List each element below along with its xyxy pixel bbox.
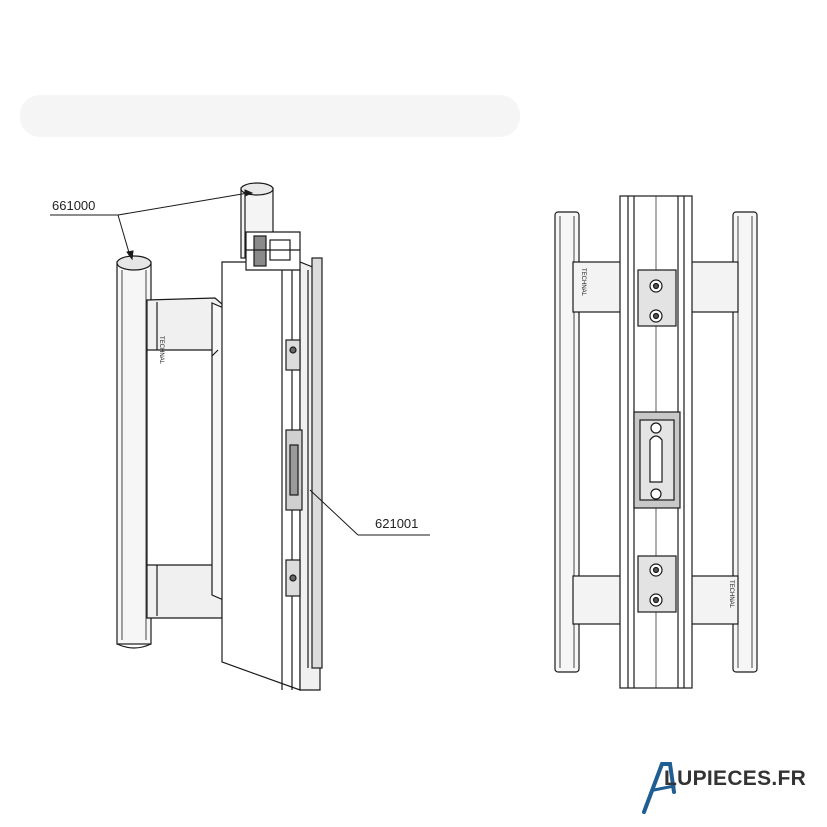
profile-fittings: [285, 339, 303, 597]
front-bracket-bottom-left: [572, 575, 624, 625]
front-view: TECHNAL TECHNAL: [554, 195, 758, 689]
front-left-bar: [554, 211, 580, 673]
front-bracket-top-left: [572, 261, 624, 313]
door-profile: [221, 231, 323, 691]
brand-logo: LUPIECES.FR: [640, 758, 820, 814]
bottom-bracket: [146, 557, 223, 619]
front-hinge-top: [637, 269, 677, 327]
brand-text: LUPIECES.FR: [664, 767, 807, 790]
left-bracket-stamp: TECHNAL: [158, 336, 164, 365]
front-bracket-top-right: [687, 261, 739, 313]
right-view-stamp-top: TECHNAL: [580, 268, 586, 297]
brand-a-icon: [642, 762, 676, 814]
right-view-stamp-bottom: TECHNAL: [728, 580, 734, 609]
front-handle-bar: [116, 255, 152, 649]
callout-661000: 661000: [52, 198, 95, 213]
front-hinge-bottom: [637, 555, 677, 613]
front-lock-plate: [633, 411, 681, 509]
callout-621001: 621001: [375, 516, 418, 531]
callout-leaders: [50, 189, 430, 536]
isometric-view: TECHNAL: [116, 182, 323, 691]
blurred-banner: [20, 95, 520, 137]
